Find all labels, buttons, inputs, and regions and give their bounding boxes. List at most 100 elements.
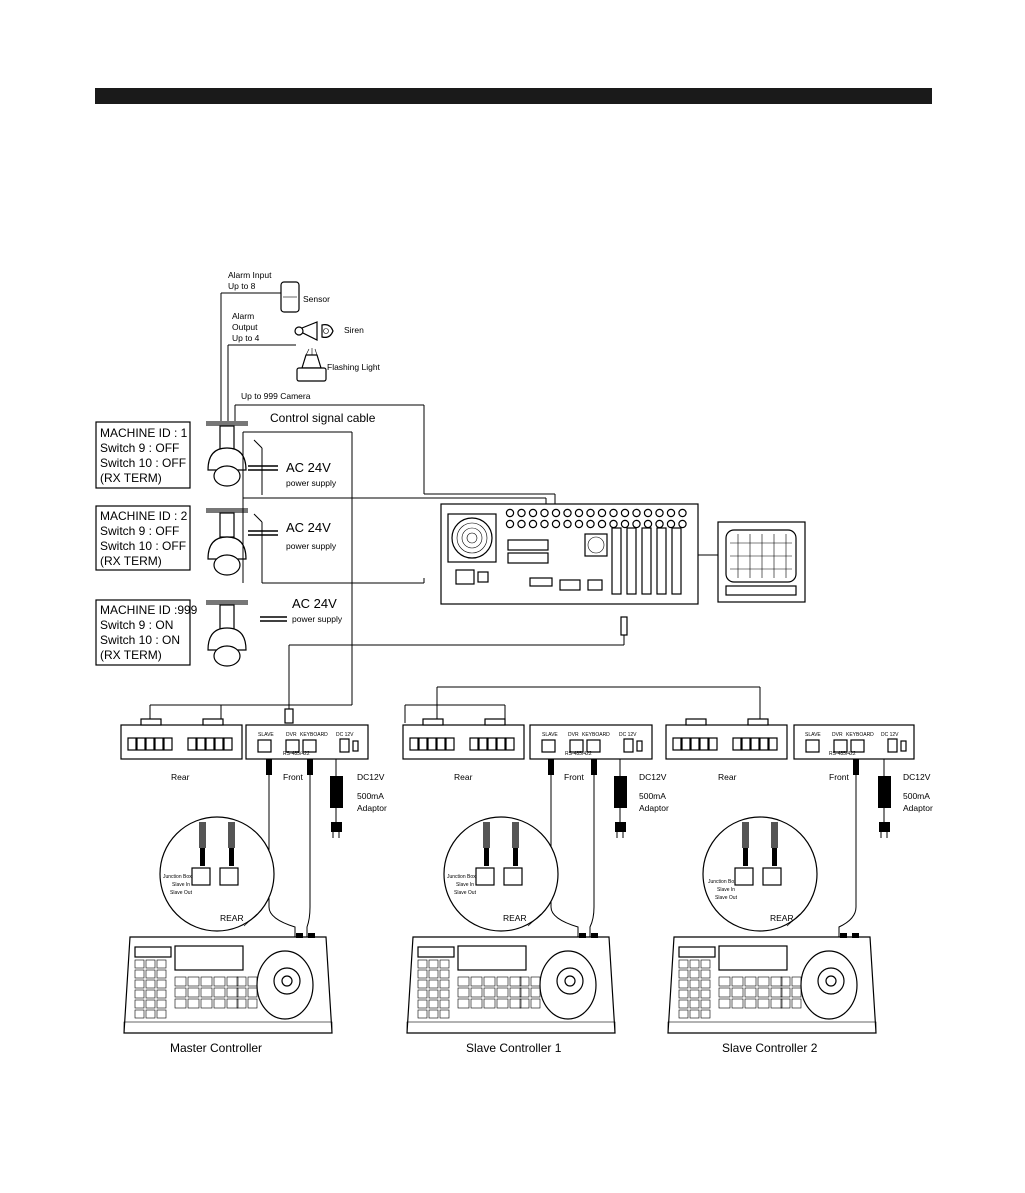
header-bar — [95, 88, 932, 104]
camera-1-power-sub: power supply — [286, 478, 337, 488]
keyboard-key — [770, 987, 783, 998]
camera-2-switch10: Switch 10 : OFF — [100, 539, 186, 553]
terminal-block — [205, 737, 215, 751]
keyboard-key — [417, 959, 428, 969]
camera-2-power: AC 24V — [286, 520, 331, 535]
keyboard-cable — [838, 775, 857, 937]
keyboard-key — [689, 969, 700, 979]
rear-connector — [484, 718, 506, 726]
keyboard-key — [519, 976, 530, 987]
keyboard-key — [700, 979, 711, 989]
junction-box-2-adaptor-1: 500mA — [639, 791, 666, 801]
terminal-block — [708, 737, 718, 751]
detail-plug — [484, 848, 489, 866]
keyboard-key — [757, 976, 770, 987]
rj-port — [569, 739, 584, 753]
rear-connector — [140, 718, 162, 726]
keyboard-key — [200, 987, 213, 998]
keyboard-key — [457, 987, 470, 998]
junction-box-2-dc-port: DC 12V — [619, 732, 637, 738]
joystick-knob — [564, 975, 576, 987]
keyboard-cable — [268, 775, 296, 937]
terminal-block — [418, 737, 428, 751]
terminal-block — [154, 737, 164, 751]
keyboard-key — [718, 976, 731, 987]
junction-box-2-dc-label: DC12V — [639, 772, 667, 782]
terminal-block — [214, 737, 224, 751]
bnc-connector — [609, 508, 618, 518]
master-controller-keyboard — [123, 933, 333, 1034]
terminal-block — [690, 737, 700, 751]
detail-3-slave-out: Slave Out — [715, 895, 738, 901]
camera-2-power-sub: power supply — [286, 541, 337, 551]
camera-999-term: (RX TERM) — [100, 648, 162, 662]
bnc-connector — [517, 508, 526, 518]
rear-detail-3: Junction Box Slave In Slave Out REAR — [702, 816, 818, 932]
detail-plug — [772, 848, 777, 866]
junction-box-3-rs-label: RS-485/422 — [829, 751, 856, 757]
bnc-connector — [655, 519, 664, 529]
keyboard-key — [428, 959, 439, 969]
keyboard-key — [417, 979, 428, 989]
detail-cable — [199, 822, 206, 848]
adaptor-body — [878, 776, 891, 808]
keyboard-key — [530, 976, 541, 987]
keyboard-key — [530, 998, 541, 1009]
adaptor-body — [614, 776, 627, 808]
terminal-block — [163, 737, 173, 751]
keyboard-key — [700, 1009, 711, 1019]
terminal-block — [496, 737, 506, 751]
junction-box-3-adaptor-2: Adaptor — [903, 803, 933, 813]
keyboard-key — [731, 976, 744, 987]
keyboard-port — [852, 933, 859, 938]
terminal-block — [409, 737, 419, 751]
keyboard-key — [156, 999, 167, 1009]
alarm-output-label-2: Output — [232, 322, 258, 332]
slave-controller-1-keyboard — [406, 933, 616, 1034]
bnc-connector — [563, 508, 572, 518]
terminal-block — [469, 737, 479, 751]
detail-1-rear: REAR — [220, 913, 244, 923]
junction-box-1-slave-port: SLAVE — [258, 732, 274, 738]
keyboard-lcd — [174, 945, 244, 971]
adaptor-plug — [879, 822, 890, 832]
adaptor-plug — [615, 822, 626, 832]
keyboard-key — [439, 1009, 450, 1019]
keyboard-logo — [134, 946, 172, 958]
keyboard-key — [470, 987, 483, 998]
slave-controller-2-keyboard — [667, 933, 877, 1034]
terminal-block — [699, 737, 709, 751]
dvr-rear-panel — [440, 503, 699, 605]
junction-box-1-keyboard-port: KEYBOARD — [300, 732, 328, 738]
detail-cable — [742, 822, 749, 848]
keyboard-key — [744, 987, 757, 998]
detail-plug — [513, 848, 518, 866]
terminal-block — [750, 737, 760, 751]
detail-plug — [200, 848, 205, 866]
keyboard-key — [236, 998, 247, 1009]
bnc-connector — [586, 508, 595, 518]
keyboard-port — [308, 933, 315, 938]
keyboard-key — [428, 969, 439, 979]
detail-cable — [483, 822, 490, 848]
keyboard-key — [187, 987, 200, 998]
terminal-block — [145, 737, 155, 751]
flashing-light-icon — [296, 348, 327, 382]
keyboard-port — [840, 933, 847, 938]
junction-box-3-slave-port: SLAVE — [805, 732, 821, 738]
detail-2-jbox: Junction Box — [447, 874, 476, 880]
camera-999-settings-box — [95, 599, 191, 666]
rj-port — [850, 739, 865, 753]
detail-3-slave-in: Slave In — [717, 887, 735, 893]
up-to-camera-label: Up to 999 Camera — [241, 391, 311, 401]
bnc-connector — [678, 508, 687, 518]
keyboard-key — [156, 969, 167, 979]
bnc-connector — [528, 508, 538, 518]
keyboard-key — [134, 989, 145, 999]
keyboard-key — [428, 989, 439, 999]
bnc-connector — [597, 519, 607, 529]
camera-2-term: (RX TERM) — [100, 554, 162, 568]
siren-icon — [294, 321, 334, 341]
keyboard-key — [780, 976, 791, 987]
keyboard-key — [428, 1009, 439, 1019]
